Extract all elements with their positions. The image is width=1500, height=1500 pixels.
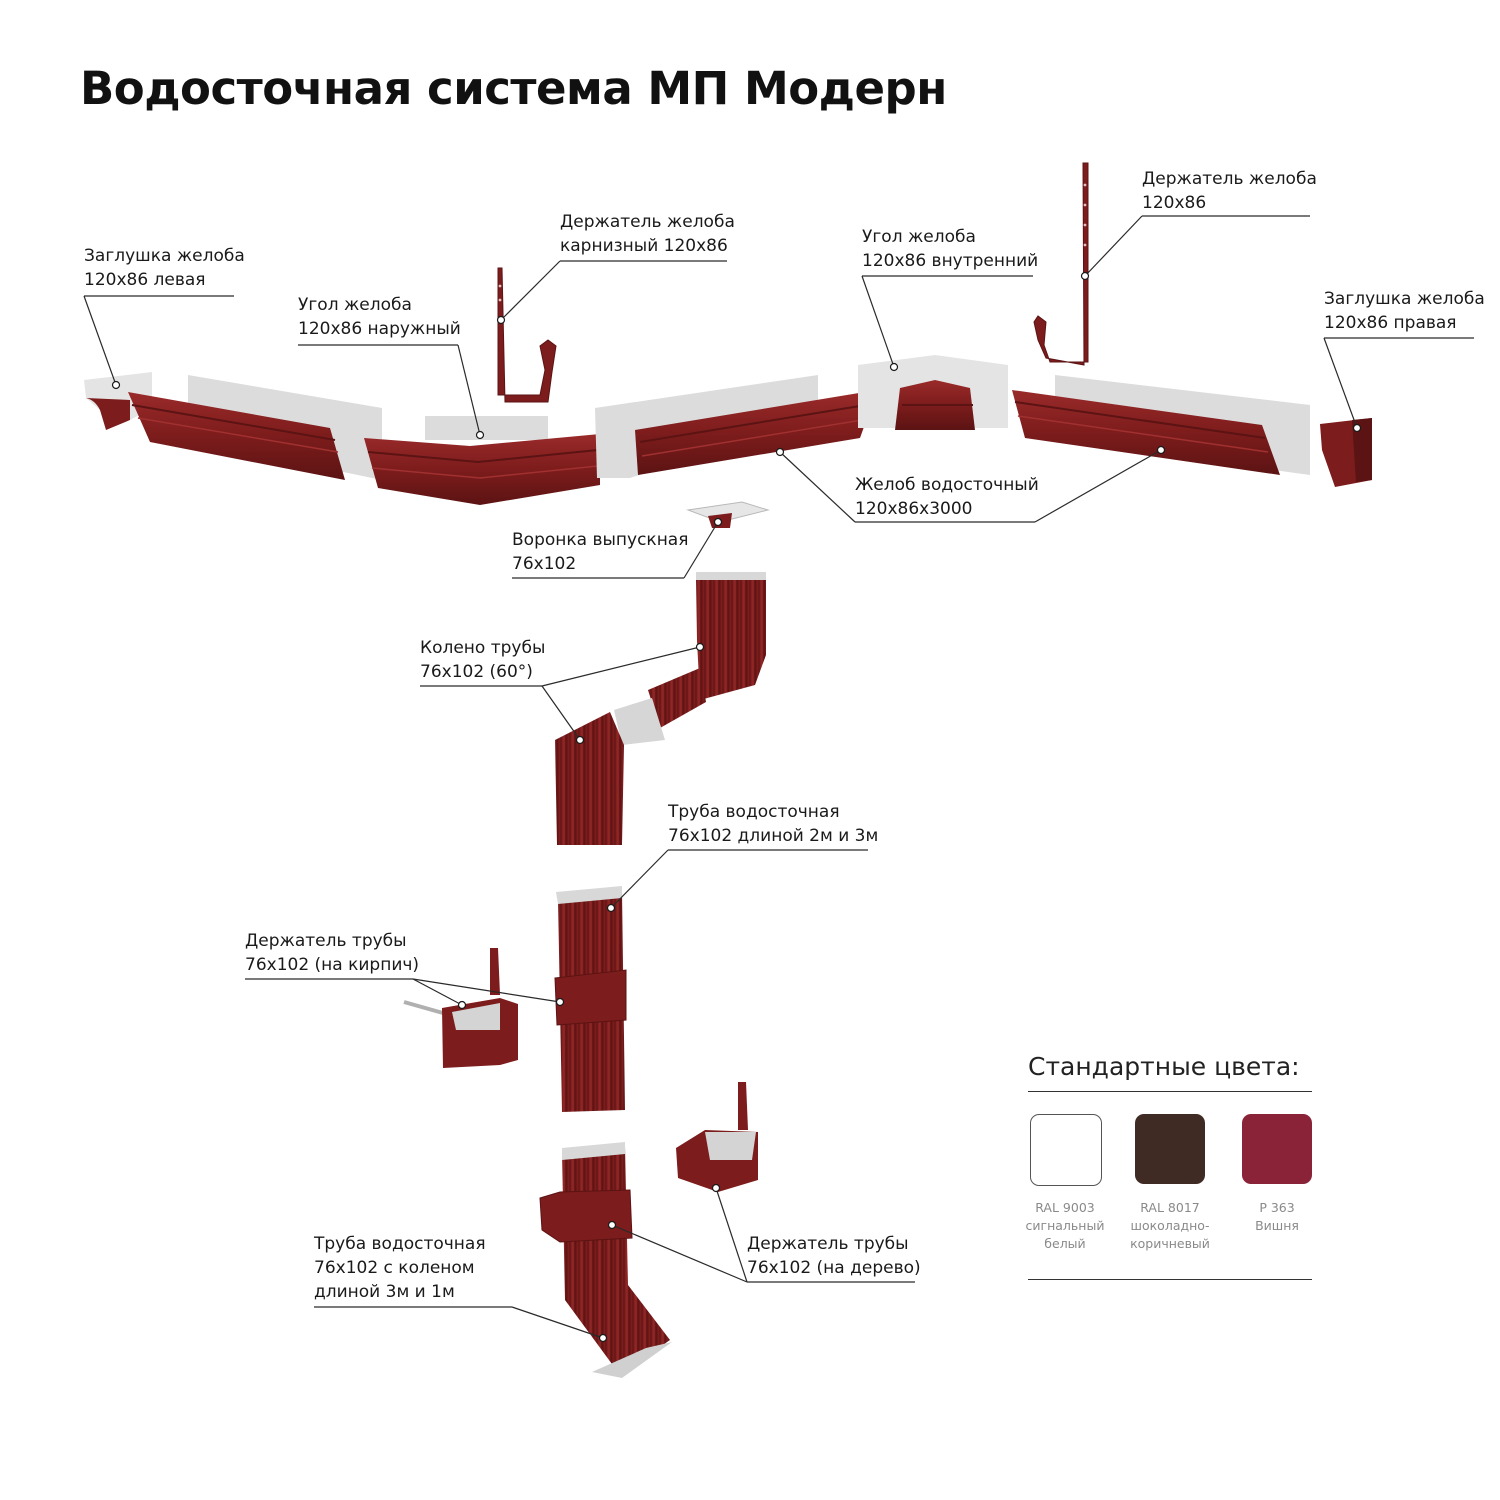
label-endcap-right: Заглушка желоба 120x86 правая: [1324, 289, 1485, 333]
label-bracket-long: Держатель желоба 120x86: [1142, 169, 1317, 213]
gutter-inner-corner: [858, 355, 1008, 430]
gutter-section-3: [1012, 375, 1310, 475]
label-pipe: Труба водосточная 76x102 длиной 2м и 3м: [668, 802, 879, 846]
swatch-brown-label: RAL 8017 шоколадно- коричневый: [1130, 1200, 1210, 1251]
pipe-elbow: [555, 572, 766, 845]
gutter-right-end-cap: [1320, 418, 1372, 487]
label-holder-wood: Держатель трубы 76x102 (на дерево): [747, 1234, 921, 1278]
label-outlet: Воронка выпускная 76x102: [512, 530, 689, 574]
label-corner-inner: Угол желоба 120x86 внутренний: [862, 227, 1039, 271]
gutter-bracket-long: [1033, 162, 1089, 366]
label-gutter: Желоб водосточный 120x86x3000: [855, 475, 1039, 519]
swatch-cherry: [1242, 1114, 1312, 1184]
swatch-white-label: RAL 9003 сигнальный белый: [1025, 1200, 1105, 1251]
gutter-section-1: [128, 375, 382, 480]
swatch-cherry-label: Р 363 Вишня: [1255, 1200, 1299, 1233]
label-holder-brick: Держатель трубы 76x102 (на кирпич): [245, 931, 420, 975]
colors-title: Стандартные цвета:: [1028, 1052, 1300, 1081]
outlet-funnel: [686, 501, 770, 528]
label-corner-outer: Угол желоба 120x86 наружный: [298, 295, 461, 339]
gutter-left-end-cap: [84, 372, 152, 430]
downpipe-with-elbow: [539, 1142, 672, 1378]
colors-divider-bottom: [1028, 1279, 1312, 1280]
gutter-outer-corner: [364, 416, 600, 505]
callout-dots: [111, 271, 1362, 1343]
swatch-white: [1030, 1114, 1102, 1186]
colors-divider-top: [1028, 1091, 1312, 1092]
page-title: Водосточная система МП Модерн: [80, 62, 947, 115]
leader-lines: [83, 215, 1474, 1339]
label-endcap-left: Заглушка желоба 120x86 левая: [84, 246, 245, 290]
label-pipe-with-elbow: Труба водосточная 76x102 с коленом длино…: [314, 1234, 486, 1302]
pipe-holder-wood: [676, 1082, 758, 1192]
pipe-holder-brick: [403, 948, 518, 1068]
downpipe: [554, 886, 627, 1112]
swatch-brown: [1135, 1114, 1205, 1184]
label-bracket-fascia: Держатель желоба карнизный 120x86: [560, 212, 735, 256]
gutter-section-2: [595, 375, 870, 478]
label-elbow: Колено трубы 76x102 (60°): [420, 638, 546, 682]
gutter-bracket-fascia: [497, 267, 557, 403]
